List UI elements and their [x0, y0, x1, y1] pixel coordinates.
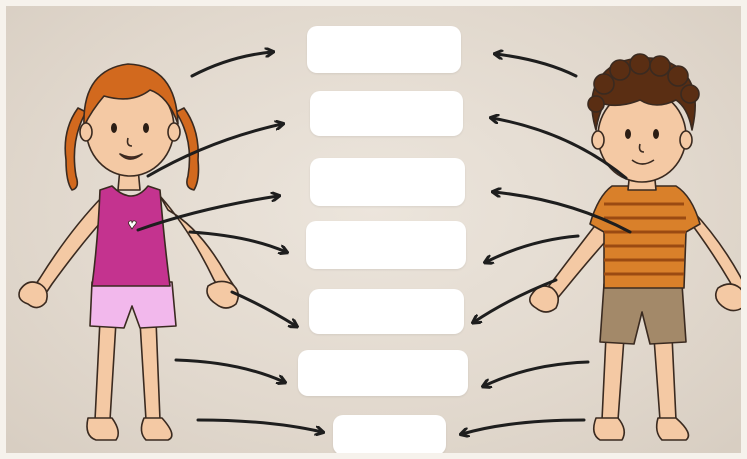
arrow-icon	[462, 420, 584, 434]
label-box-2[interactable]	[310, 91, 463, 136]
label-box-3[interactable]	[310, 158, 465, 206]
label-box-5[interactable]	[309, 289, 464, 334]
label-box-6[interactable]	[298, 350, 468, 396]
arrow-icon	[496, 54, 576, 76]
girl-figure-icon	[19, 64, 238, 440]
label-box-4[interactable]	[306, 221, 466, 269]
arrow-icon	[486, 236, 578, 262]
arrow-icon	[192, 52, 272, 76]
boy-figure-icon	[530, 54, 746, 440]
arrow-icon	[176, 360, 284, 382]
label-box-1[interactable]	[307, 26, 461, 73]
arrow-icon	[484, 362, 588, 386]
label-box-7[interactable]	[333, 415, 446, 455]
arrow-icon	[232, 292, 296, 326]
arrow-icon	[198, 420, 322, 432]
